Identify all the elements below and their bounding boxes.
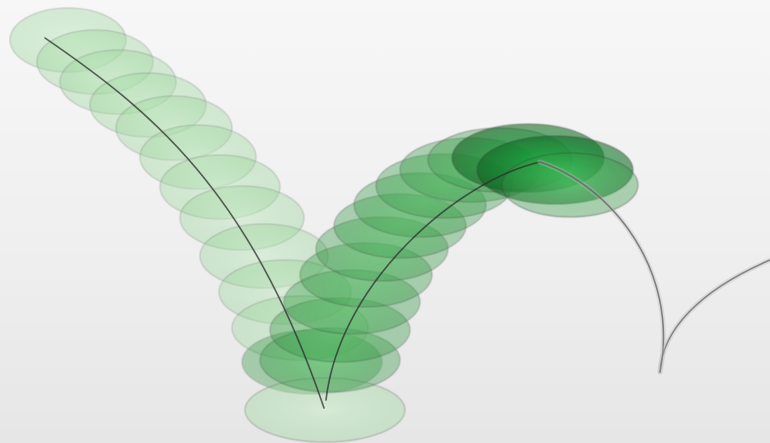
motion-path-curve (660, 260, 770, 372)
right-ellipse-trail (260, 124, 638, 392)
motion-path-outline (660, 260, 770, 372)
trail-ellipse (502, 153, 638, 217)
